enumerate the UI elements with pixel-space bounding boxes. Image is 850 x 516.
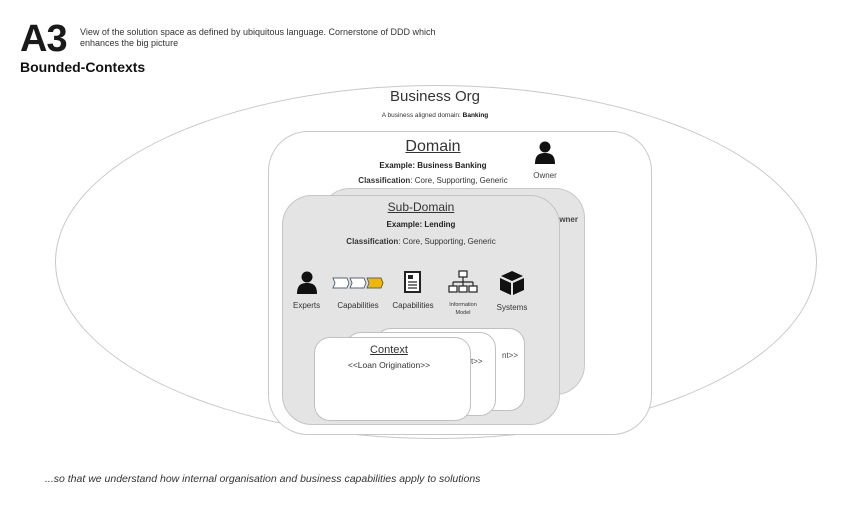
business-org-subtitle-prefix: A business aligned domain: [381, 112, 463, 119]
section-description: View of the solution space as defined by… [80, 27, 436, 48]
domain-classification-label: Classification [358, 176, 411, 185]
value-chain-icon [332, 277, 384, 289]
sub-domain-back-owner-label: Owner [553, 215, 578, 224]
document-icon [404, 271, 421, 293]
sub-domain-example: Example: Lending [386, 220, 456, 229]
domain-classification: Classification: Core, Supporting, Generi… [268, 176, 598, 185]
document-item: Capabilities [389, 270, 437, 310]
cube-icon [500, 271, 524, 295]
footer-caption: ...so that we understand how internal or… [45, 473, 481, 485]
experts-label: Experts [293, 301, 321, 310]
capabilities-label: Capabilities [337, 301, 379, 310]
context-card [314, 337, 471, 421]
person-icon [296, 271, 317, 294]
value-chain-item: Capabilities [331, 270, 385, 310]
domain-title: Domain [405, 138, 461, 155]
sub-domain-classification-label: Classification [346, 237, 399, 246]
business-org-ellipse [55, 85, 817, 439]
owner-label: Owner [533, 171, 557, 180]
context-title: Context [370, 344, 408, 356]
domain-classification-value: : Core, Supporting, Generic [410, 176, 508, 185]
person-icon [535, 141, 555, 164]
systems-item: Systems [494, 270, 530, 312]
context-mid-tail: t>> [471, 357, 483, 366]
business-org-domain-name: Banking [462, 112, 489, 119]
context-name: <<Loan Origination>> [347, 360, 431, 370]
experts-item: Experts [293, 270, 320, 310]
information-model-item: Information Model [446, 270, 480, 317]
sub-domain-classification-value: : Core, Supporting, Generic [398, 237, 496, 246]
capabilities-doc-label: Capabilities [392, 301, 434, 310]
section-badge: A3 [20, 18, 68, 60]
hierarchy-icon [448, 270, 478, 293]
domain-example: Example: Business Banking [379, 161, 487, 170]
business-org-subtitle: A business aligned domain: Banking [0, 112, 850, 119]
page-title: Bounded-Contexts [20, 59, 146, 75]
sub-domain-title: Sub-Domain [387, 200, 455, 214]
sub-domain-classification: Classification: Core, Supporting, Generi… [282, 237, 560, 246]
domain-owner: Owner [525, 140, 565, 180]
business-org-title: Business Org [389, 88, 481, 105]
information-model-label: Information Model [449, 302, 477, 316]
systems-label: Systems [496, 303, 528, 312]
context-back-tail: nt>> [502, 351, 519, 360]
